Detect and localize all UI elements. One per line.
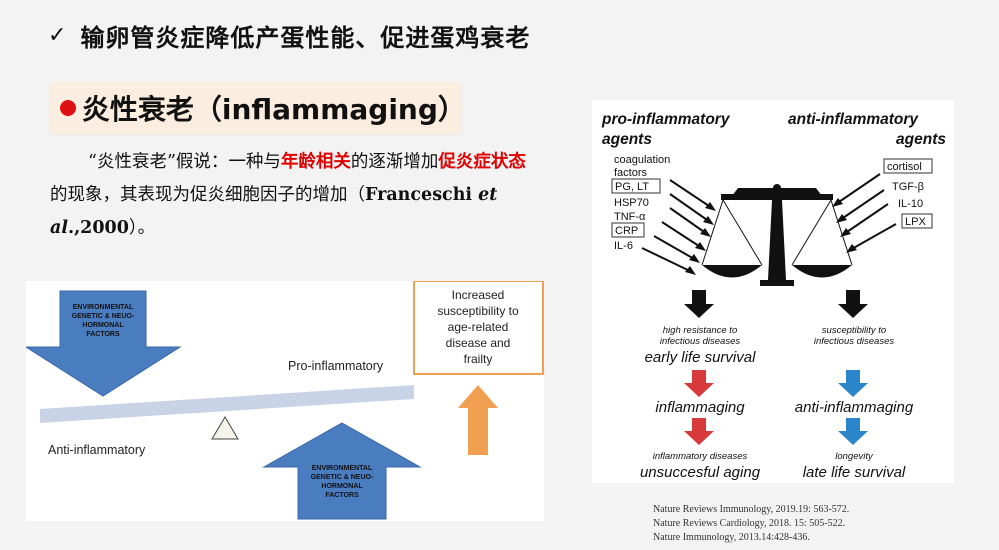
pro-item-pglt: PG, LT	[615, 181, 649, 193]
top-down-arrow	[24, 290, 182, 397]
bottom-arrow-label-2: GENETIC & NEUO-	[311, 474, 374, 481]
top-arrow-label-3: HORMONAL	[82, 322, 124, 329]
pro-inflammatory-label: Pro-inflammatory	[288, 359, 384, 373]
section-title: 炎性衰老（inflammaging）	[81, 93, 466, 126]
pro-heading-1: pro-inflammatory	[601, 111, 731, 128]
right-small-2: infectious diseases	[814, 336, 895, 347]
anti-item-cortisol: cortisol	[887, 161, 922, 173]
pro-item-coagulation: coagulation	[614, 154, 670, 166]
reference-3: Nature Immunology, 2013.14:428-436.	[653, 532, 810, 543]
anti-heading-2: agents	[896, 131, 946, 148]
lpx-box	[901, 213, 933, 229]
box-line-2: susceptibility to	[437, 304, 519, 318]
para-text-1: “炎性衰老”假说：一种与	[88, 152, 281, 172]
para-etal: et al	[50, 185, 498, 238]
check-icon: ✓	[48, 23, 67, 48]
pro-arrows	[641, 179, 713, 273]
pro-heading-2: agents	[602, 131, 652, 148]
anti-item-tgf: TGF-β	[892, 181, 924, 193]
pro-item-factors: factors	[614, 167, 648, 179]
para-highlight-age: 年龄相关	[280, 152, 351, 172]
pgl-box	[611, 178, 661, 194]
pro-item-crp: CRP	[615, 225, 638, 237]
left-small-bottom: inflammatory diseases	[653, 451, 748, 462]
seesaw-diagram: ENVIRONMENTAL GENETIC & NEUO- HORMONAL F…	[24, 280, 544, 521]
box-line-1: Increased	[452, 288, 505, 302]
balance-diagram: pro-inflammatory agents anti-inflammator…	[592, 100, 954, 483]
right-small-bottom: longevity	[835, 451, 874, 462]
top-arrow-label-4: FACTORS	[86, 331, 120, 338]
anti-heading-1: anti-inflammatory	[788, 111, 919, 128]
box-line-5: frailty	[464, 352, 493, 366]
orange-up-arrow	[458, 385, 498, 455]
right-small-1: susceptibility to	[822, 325, 886, 336]
anti-arrows	[835, 173, 897, 251]
right-mid: anti-inflammaging	[795, 399, 914, 416]
pro-arrowheads	[685, 202, 716, 275]
pro-item-hsp70: HSP70	[614, 197, 649, 209]
top-arrow-label-1: ENVIRONMENTAL	[73, 304, 134, 311]
anti-arrowheads	[832, 198, 857, 253]
balance-svg: pro-inflammatory agents anti-inflammator…	[601, 111, 946, 481]
box-line-3: age-related	[448, 320, 509, 334]
para-year: .,2000	[68, 218, 129, 238]
crp-box	[611, 222, 645, 238]
left-black-arrow	[684, 290, 714, 318]
hypothesis-paragraph: “炎性衰老”假说：一种与年龄相关的逐渐增加促炎症状态的现象，其表现为促炎细胞因子…	[50, 146, 530, 245]
scale-strings	[701, 199, 853, 266]
reference-1: Nature Reviews Immunology, 2019.19: 563-…	[653, 504, 850, 515]
left-mid: inflammaging	[655, 399, 745, 416]
reference-2: Nature Reviews Cardiology, 2018. 15: 505…	[653, 518, 846, 529]
left-small-2: infectious diseases	[660, 336, 741, 347]
bottom-arrow-label-1: ENVIRONMENTAL	[312, 465, 373, 472]
left-big-1: early life survival	[645, 349, 757, 366]
red-bullet-icon	[60, 100, 76, 116]
para-highlight-state: 促炎症状态	[438, 152, 526, 172]
susceptibility-box	[413, 280, 544, 375]
left-red-arrow-2	[684, 418, 714, 445]
para-text-2: 的逐渐增加	[350, 152, 439, 172]
right-blue-arrow-1	[838, 370, 868, 397]
references: Nature Reviews Immunology, 2019.19: 563-…	[653, 503, 849, 545]
bottom-arrow-label-4: FACTORS	[325, 492, 359, 499]
right-black-arrow	[838, 290, 868, 318]
para-text-3: 的现象，其表现为促炎细胞因子的增加（	[50, 185, 365, 205]
anti-item-il10: IL-10	[898, 198, 923, 210]
seesaw-fulcrum	[211, 416, 239, 440]
left-big-bottom: unsuccesful aging	[640, 464, 761, 481]
right-blue-arrow-2	[838, 418, 868, 445]
box-line-4: disease and	[446, 336, 511, 350]
section-heading-box: 炎性衰老（inflammaging）	[50, 82, 466, 134]
slide-title-row: ✓ 输卵管炎症降低产蛋性能、促进蛋鸡衰老	[48, 18, 530, 53]
anti-item-lpx: LPX	[905, 216, 926, 228]
balance-scale	[702, 184, 852, 286]
anti-inflammatory-label: Anti-inflammatory	[48, 443, 146, 457]
seesaw-svg: ENVIRONMENTAL GENETIC & NEUO- HORMONAL F…	[24, 280, 544, 520]
right-big-bottom: late life survival	[803, 464, 906, 481]
top-arrow-label-2: GENETIC & NEUO-	[72, 313, 135, 320]
bottom-arrow-label-3: HORMONAL	[321, 483, 363, 490]
seesaw-beam	[40, 385, 414, 423]
left-small-1: high resistance to	[663, 325, 737, 336]
pro-item-il6: IL-6	[614, 240, 633, 252]
bottom-up-arrow	[262, 422, 422, 520]
pro-item-tnf: TNF-α	[614, 211, 646, 223]
para-author: Franceschi	[365, 185, 479, 205]
slide-title: 输卵管炎症降低产蛋性能、促进蛋鸡衰老	[80, 24, 531, 52]
left-red-arrow-1	[684, 370, 714, 397]
cortisol-box	[883, 158, 933, 174]
para-end: ）。	[128, 218, 156, 238]
